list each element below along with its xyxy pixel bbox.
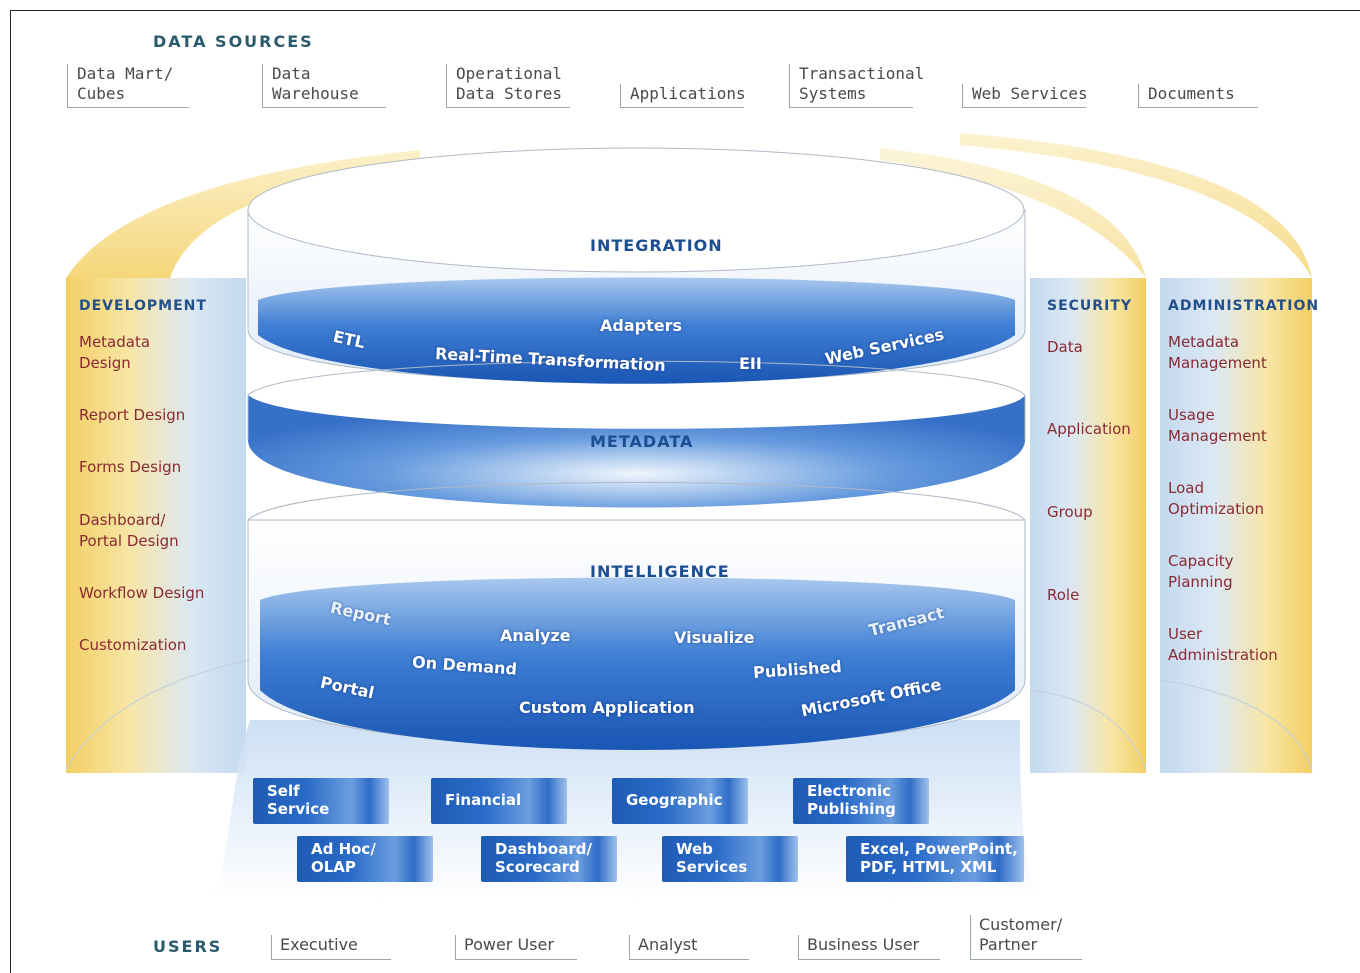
source-web-services: Web Services [962,84,1088,108]
metadata-title: METADATA [590,432,694,451]
deliverable-box-geographic: Geographic [612,778,748,824]
users-heading: USERS [153,937,223,956]
development-item: Dashboard/ Portal Design [79,511,179,550]
intelligence-label-visualize: Visualize [674,628,755,647]
security-title: SECURITY [1047,298,1132,314]
integration-label-adapters: Adapters [600,316,682,335]
source-data-mart-cubes: Data Mart/ Cubes [67,64,189,108]
administration-item: User Administration [1168,625,1278,664]
deliverable-box-electronic-publishing: Electronic Publishing [793,778,929,824]
integration-title: INTEGRATION [590,236,723,255]
security-item: Application [1047,420,1131,438]
deliverable-box-file-formats: Excel, PowerPoint, PDF, HTML, XML [846,836,1024,882]
development-item: Workflow Design [79,584,205,602]
deliverable-box-financial: Financial [431,778,567,824]
user-analyst: Analyst [629,935,749,960]
administration-item: Usage Management [1168,406,1267,445]
user-customer-partner: Customer/ Partner [970,915,1082,960]
development-item: Metadata Design [79,333,151,372]
security-item: Data [1047,338,1083,356]
administration-item: Capacity Planning [1168,552,1234,591]
security-item: Role [1047,586,1080,604]
source-documents: Documents [1138,84,1258,108]
security-item: Group [1047,503,1093,521]
intelligence-label-custom-application: Custom Application [519,698,695,717]
administration-item: Load Optimization [1168,479,1264,518]
intelligence-label-analyze: Analyze [500,626,571,645]
deliverable-box-self-service: Self Service [253,778,389,824]
integration-label-eii: EII [739,354,762,373]
development-item: Forms Design [79,458,182,476]
source-applications: Applications [620,84,746,108]
user-power-user: Power User [455,935,577,960]
user-executive: Executive [271,935,391,960]
intelligence-title: INTELLIGENCE [590,562,730,581]
frame-border [10,10,1360,973]
source-data-warehouse: Data Warehouse [262,64,386,108]
data-sources-heading: DATA SOURCES [153,32,314,51]
deliverable-box-dashboard-scorecard: Dashboard/ Scorecard [481,836,617,882]
source-transactional-systems: Transactional Systems [789,64,924,108]
deliverable-box-ad-hoc-olap: Ad Hoc/ OLAP [297,836,433,882]
user-business-user: Business User [798,935,940,960]
administration-title: ADMINISTRATION [1168,298,1320,314]
development-title: DEVELOPMENT [79,298,207,314]
development-item: Customization [79,636,187,654]
administration-item: Metadata Management [1168,333,1267,372]
development-item: Report Design [79,406,186,424]
source-operational-data-stores: Operational Data Stores [446,64,570,108]
deliverable-box-web-services: Web Services [662,836,798,882]
